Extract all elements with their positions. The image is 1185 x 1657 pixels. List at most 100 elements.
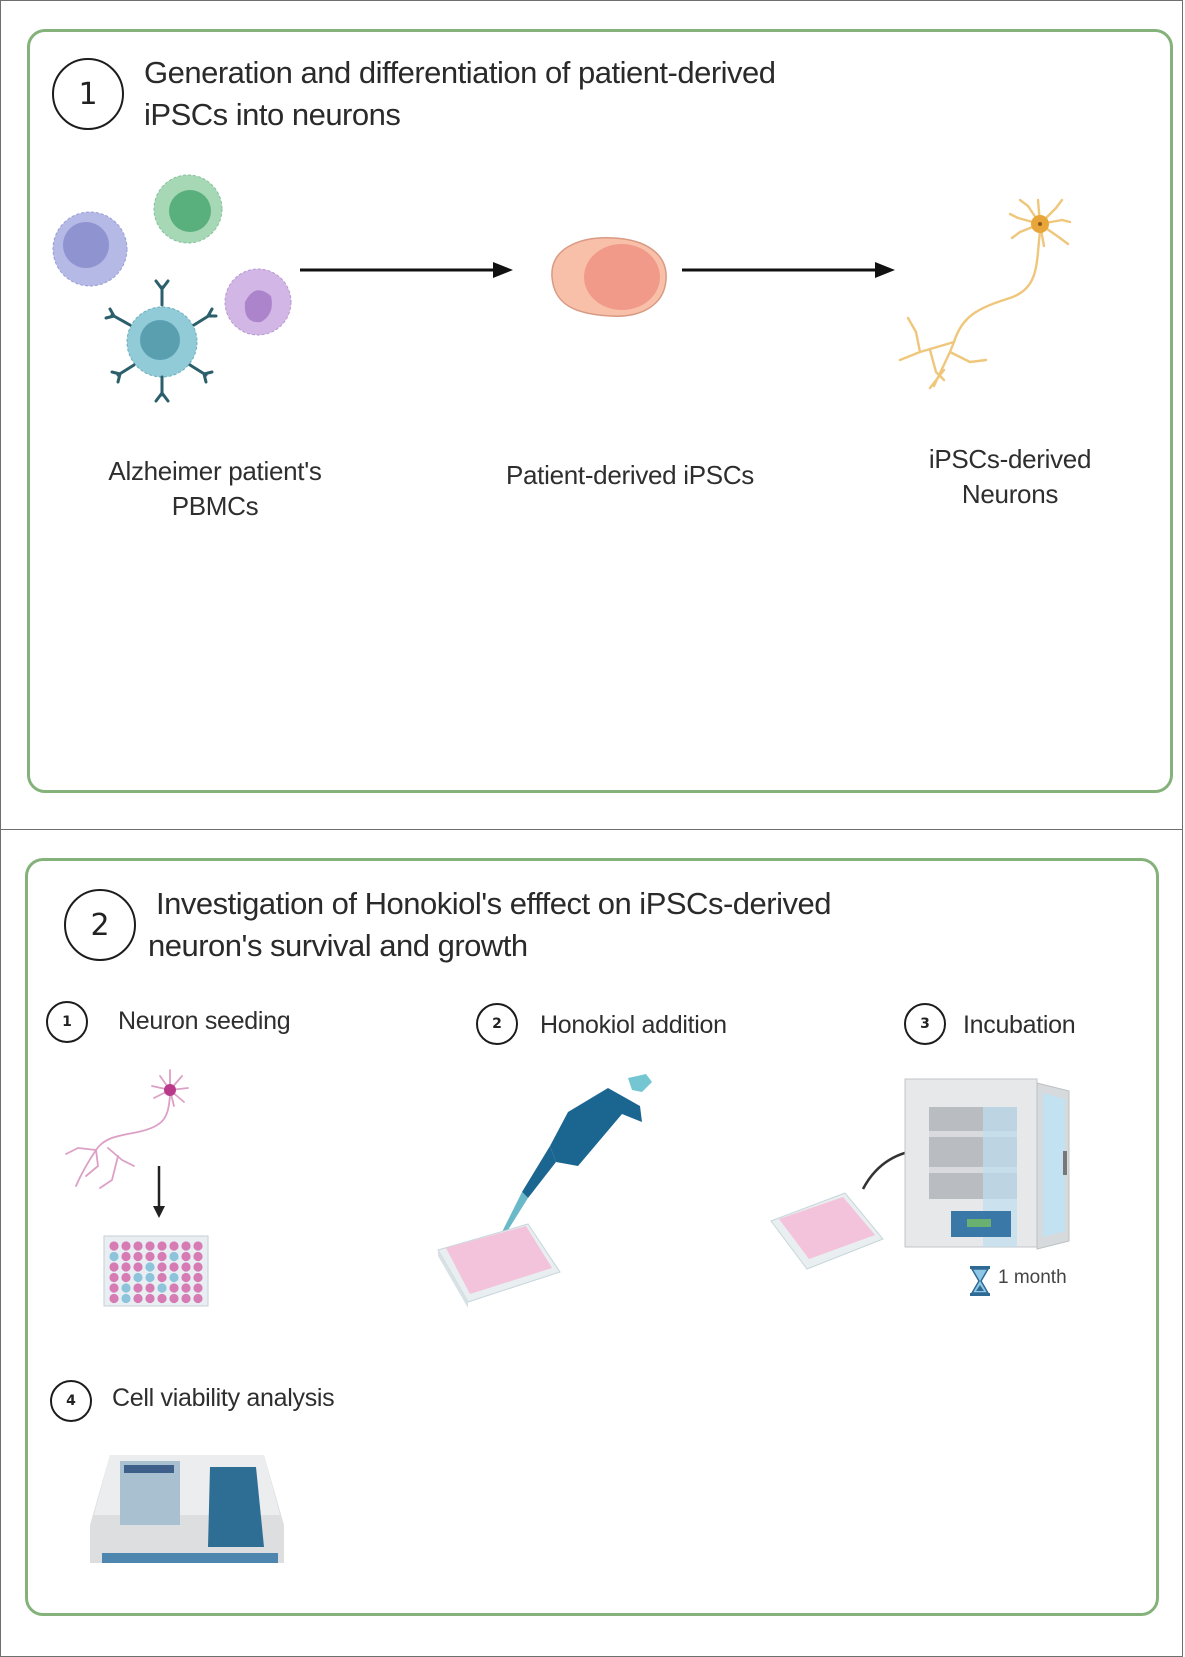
plate-well (121, 1272, 131, 1283)
panel-title: Investigation of Honokiol's efffect on i… (148, 883, 831, 967)
plate-well (133, 1293, 143, 1304)
label-line: iPSCs-derived (928, 444, 1092, 474)
plate-well (181, 1262, 191, 1272)
ipsc-cell-icon (551, 237, 667, 317)
plate-well (109, 1283, 119, 1293)
plate-well (181, 1272, 191, 1283)
plate-well (157, 1262, 167, 1272)
plate-well (121, 1251, 131, 1262)
panel-title-line-1: Investigation of Honokiol's efffect on i… (156, 886, 831, 921)
substep-number-badge: 1 (46, 1001, 88, 1043)
substep-number: 1 (62, 1014, 72, 1030)
step-number: 2 (90, 907, 110, 943)
plate-well (109, 1251, 119, 1262)
lymphocyte-blue-icon (52, 211, 128, 287)
step-label-neuron-seeding: Neuron seeding (118, 1007, 291, 1035)
plate-well (145, 1283, 155, 1293)
incubation-duration: 1 month (998, 1267, 1067, 1288)
figure-part-2: 2 Investigation of Honokiol's efffect on… (0, 829, 1183, 1657)
arrow-right-icon (682, 262, 895, 278)
panel-title-line-1: Generation and differentiation of patien… (144, 55, 776, 90)
plate-reader-icon (90, 1455, 284, 1563)
plate-well (109, 1262, 119, 1272)
plate-well (157, 1293, 167, 1304)
panel-title-line-2: iPSCs into neurons (144, 97, 401, 132)
plate-well (145, 1251, 155, 1262)
well-plate-pink-icon (437, 1223, 561, 1308)
plate-well (121, 1241, 131, 1251)
pbmc-cells-icon (52, 174, 292, 403)
plate-well (193, 1283, 203, 1293)
plate-well (169, 1293, 179, 1304)
plate-well (121, 1283, 131, 1293)
plate-well (121, 1262, 131, 1272)
plate-well (157, 1283, 167, 1293)
plate-well (181, 1293, 191, 1304)
plate-well (157, 1241, 167, 1251)
plate-well (169, 1283, 179, 1293)
step-label-incubation: Incubation (963, 1011, 1076, 1039)
well-plate-icon (103, 1235, 209, 1307)
plate-well (133, 1241, 143, 1251)
arrow-right-icon (300, 262, 513, 278)
plate-well (193, 1293, 203, 1304)
plate-well (145, 1262, 155, 1272)
panel-honokiol-investigation: 2 Investigation of Honokiol's efffect on… (25, 858, 1159, 1616)
substep-number-badge: 4 (50, 1380, 92, 1422)
step-number: 1 (78, 76, 98, 112)
plate-well (109, 1272, 119, 1283)
hourglass-icon (970, 1266, 990, 1296)
step-label-cell-viability: Cell viability analysis (112, 1384, 335, 1412)
neuron-seeding-icon (65, 1069, 209, 1307)
panel-generation-differentiation: 1 Generation and differentiation of pati… (27, 29, 1173, 793)
substep-number: 3 (920, 1016, 930, 1032)
plate-well (133, 1283, 143, 1293)
neuron-pink-icon (65, 1069, 189, 1189)
plate-well (169, 1251, 179, 1262)
plate-well (181, 1251, 191, 1262)
neuron-icon (898, 198, 1072, 390)
label-line: PBMCs (171, 491, 259, 521)
stage-label-pbmcs: Alzheimer patient's PBMCs (70, 454, 360, 524)
plate-well (169, 1272, 179, 1283)
label-line: Alzheimer patient's (108, 456, 322, 486)
lymphocyte-green-icon (153, 174, 223, 244)
plate-well (109, 1241, 119, 1251)
plate-well (145, 1241, 155, 1251)
substep-number-badge: 2 (476, 1003, 518, 1045)
pipette-body-icon (496, 1074, 652, 1246)
stage-label-neurons: iPSCs-derived Neurons (890, 442, 1130, 512)
pipette-icon (437, 1074, 652, 1308)
well-plate-pink-icon (770, 1192, 884, 1270)
plate-well (193, 1241, 203, 1251)
plate-well (181, 1283, 191, 1293)
plate-well (181, 1241, 191, 1251)
step-number-badge: 2 (64, 889, 136, 961)
stage-label-ipscs: Patient-derived iPSCs (470, 458, 790, 493)
figure-part-1: 1 Generation and differentiation of pati… (0, 0, 1183, 830)
plate-well (133, 1272, 143, 1283)
panel-title: Generation and differentiation of patien… (144, 52, 776, 136)
b-cell-antibody-icon (104, 279, 218, 403)
incubator-icon (770, 1078, 1070, 1270)
plate-well (145, 1272, 155, 1283)
plate-well (145, 1293, 155, 1304)
plate-well (133, 1262, 143, 1272)
plate-well (157, 1251, 167, 1262)
plate-well (193, 1272, 203, 1283)
substep-number-badge: 3 (904, 1003, 946, 1045)
label-line: Patient-derived iPSCs (505, 460, 755, 490)
step-number-badge: 1 (52, 58, 124, 130)
label-line: Neurons (961, 479, 1059, 509)
panel-title-line-2: neuron's survival and growth (148, 928, 528, 963)
plate-well (193, 1262, 203, 1272)
incubator-cabinet-icon (904, 1078, 1070, 1250)
substep-number: 4 (66, 1393, 76, 1409)
plate-well (157, 1272, 167, 1283)
plate-well (169, 1241, 179, 1251)
step-label-honokiol-addition: Honokiol addition (540, 1011, 727, 1039)
monocyte-purple-icon (224, 268, 292, 336)
arrow-down-icon (153, 1166, 165, 1218)
substep-number: 2 (492, 1016, 502, 1032)
plate-well (109, 1293, 119, 1304)
